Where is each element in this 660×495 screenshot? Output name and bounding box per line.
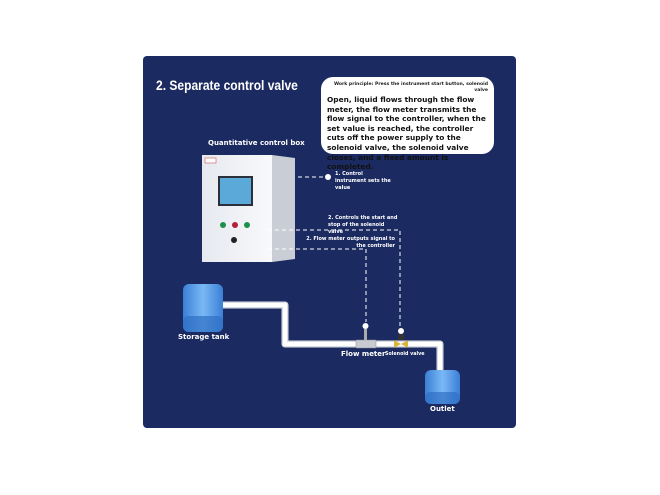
principle-text: Work principle: Press the instrument sta… bbox=[333, 82, 488, 93]
signal-line-meter bbox=[268, 248, 367, 322]
step1-note: 1. Control instrument sets the value bbox=[335, 171, 391, 191]
solenoid-valve-label: Solenoid valve bbox=[385, 352, 425, 357]
pipe bbox=[222, 301, 444, 372]
signal-line-valve bbox=[268, 229, 401, 330]
outlet-label: Outlet bbox=[430, 405, 455, 413]
page-title: 2. Separate control valve bbox=[156, 77, 298, 93]
control-box-label: Quantitative control box bbox=[208, 139, 305, 147]
description-text: Open, liquid flows through the flow mete… bbox=[327, 95, 486, 172]
work-principle-box: Work principle: Press the instrument sta… bbox=[321, 77, 494, 171]
flow-meter-icon bbox=[355, 323, 377, 349]
step2-meter-note: 2. Flow meter outputs signal to the cont… bbox=[306, 236, 395, 249]
storage-tank-icon bbox=[183, 284, 223, 332]
solenoid-valve-icon bbox=[394, 328, 408, 348]
control-box-icon bbox=[202, 155, 295, 262]
signal-dot bbox=[325, 174, 331, 180]
flow-meter-label: Flow meter bbox=[341, 350, 386, 358]
pipe-highlight bbox=[222, 303, 442, 372]
step2-valve-note: 2. Controls the start and stop of the so… bbox=[328, 215, 398, 235]
outlet-tank-icon bbox=[425, 370, 460, 404]
storage-tank-label: Storage tank bbox=[178, 333, 230, 341]
